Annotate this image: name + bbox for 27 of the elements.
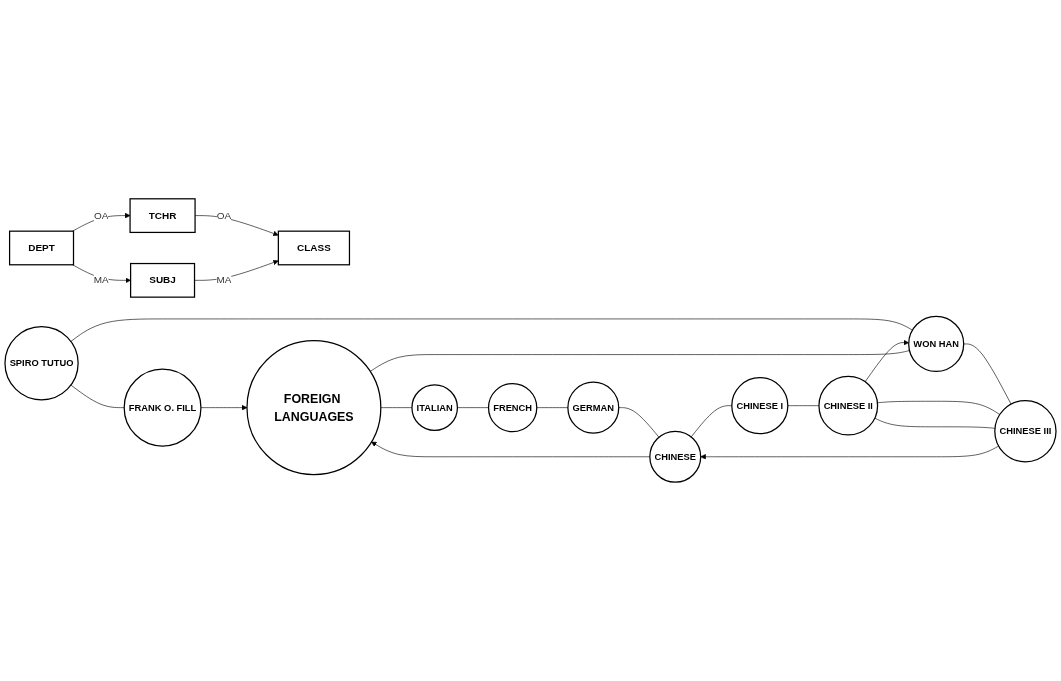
node-circle: WON HAN <box>908 315 965 373</box>
connector <box>618 407 660 438</box>
connector <box>877 400 1001 415</box>
connector <box>70 384 125 408</box>
node-circle: FRENCH <box>487 382 538 433</box>
connector <box>457 407 489 408</box>
node-circle: CHINESE <box>649 430 702 483</box>
connector <box>874 417 996 429</box>
edge-label: OA <box>216 210 232 221</box>
node-circle: CHINESE II <box>818 375 879 436</box>
edge-label: OA <box>93 210 109 221</box>
node-box: CLASS <box>277 230 351 266</box>
node-circle: GERMAN <box>567 381 620 434</box>
edge-label: MA <box>93 274 109 286</box>
node-circle: FRANK O. FILL <box>123 368 202 447</box>
node-circle: CHINESE I <box>731 377 789 435</box>
node-circle: FOREIGN LANGUAGES <box>246 340 382 476</box>
node-circle: SPIRO TUTUO <box>4 326 79 401</box>
node-box: TCHR <box>129 198 196 234</box>
node-box: DEPT <box>9 230 75 266</box>
node-box: SUBJ <box>130 262 196 298</box>
connector <box>369 350 910 372</box>
node-circle: ITALIAN <box>411 384 459 431</box>
connector <box>963 343 1012 405</box>
edge-label: MA <box>216 274 232 286</box>
node-circle: CHINESE III <box>994 400 1057 463</box>
connector <box>70 318 913 342</box>
